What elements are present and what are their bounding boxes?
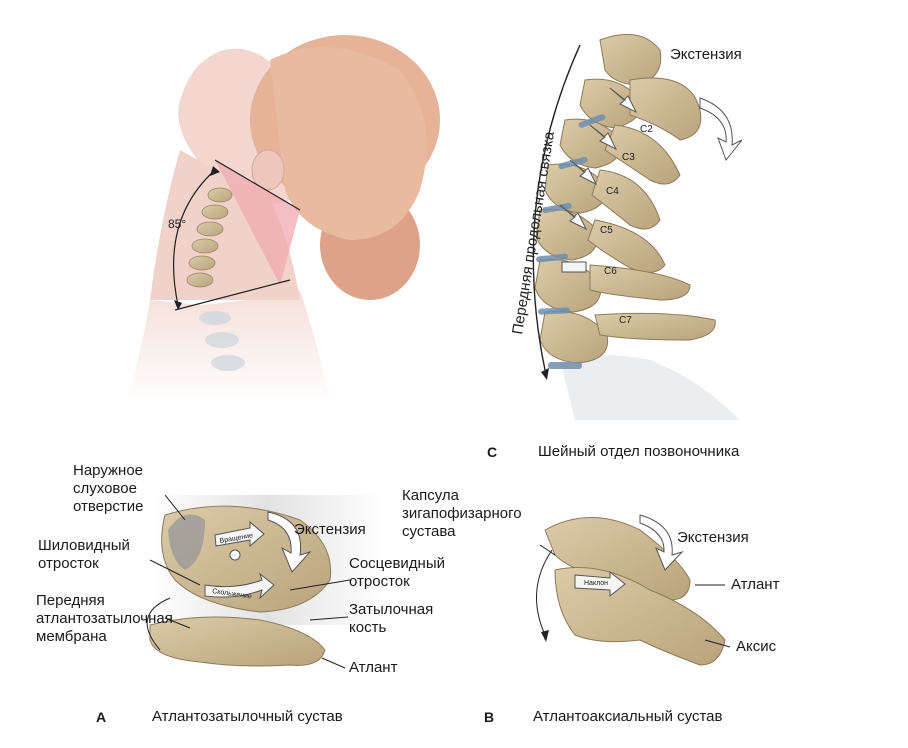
vertebra-c2: C2 bbox=[640, 124, 653, 135]
c-extension-label: Экстензия bbox=[670, 46, 742, 63]
occipital-label: Затылочная кость bbox=[349, 601, 434, 636]
capsule-label: Капсула зигапофизарного сустава bbox=[402, 487, 522, 540]
membrane-label: Передняя атлантозатылочная мембрана bbox=[36, 592, 173, 645]
vertebra-c3: C3 bbox=[622, 152, 635, 163]
vertebra-c4: C4 bbox=[606, 186, 619, 197]
axis-label: Аксис bbox=[736, 638, 777, 655]
atlanto-occipital-illustration bbox=[146, 494, 385, 669]
panel-c-caption: Шейный отдел позвоночника bbox=[538, 443, 740, 460]
b-atlas-label: Атлант bbox=[731, 576, 780, 593]
a-extension-label: Экстензия bbox=[294, 521, 366, 538]
panel-c-letter: C bbox=[487, 444, 498, 460]
vertebra-c5: C5 bbox=[600, 225, 613, 236]
panel-b-caption: Атлантоаксиальный сустав bbox=[533, 708, 723, 725]
cervical-spine-illustration bbox=[532, 33, 743, 420]
vertebra-c7: C7 bbox=[619, 315, 632, 326]
ear-canal-label: Наружное слуховое отверстие bbox=[73, 462, 144, 515]
panel-b-letter: B bbox=[484, 709, 495, 725]
arrow-tilt-label: Наклон bbox=[584, 580, 608, 587]
panel-a-letter: A bbox=[96, 709, 107, 725]
styloid-label: Шиловидный отросток bbox=[38, 537, 130, 572]
head-illustration bbox=[125, 35, 440, 405]
angle-label: 85° bbox=[168, 217, 186, 231]
mastoid-label: Сосцевидный отросток bbox=[349, 555, 445, 590]
b-extension-label: Экстензия bbox=[677, 529, 749, 546]
panel-a-caption: Атлантозатылочный сустав bbox=[152, 708, 343, 725]
a-atlas-label: Атлант bbox=[349, 659, 398, 676]
vertebra-c6: C6 bbox=[604, 266, 617, 277]
atlanto-axial-illustration bbox=[536, 514, 731, 666]
